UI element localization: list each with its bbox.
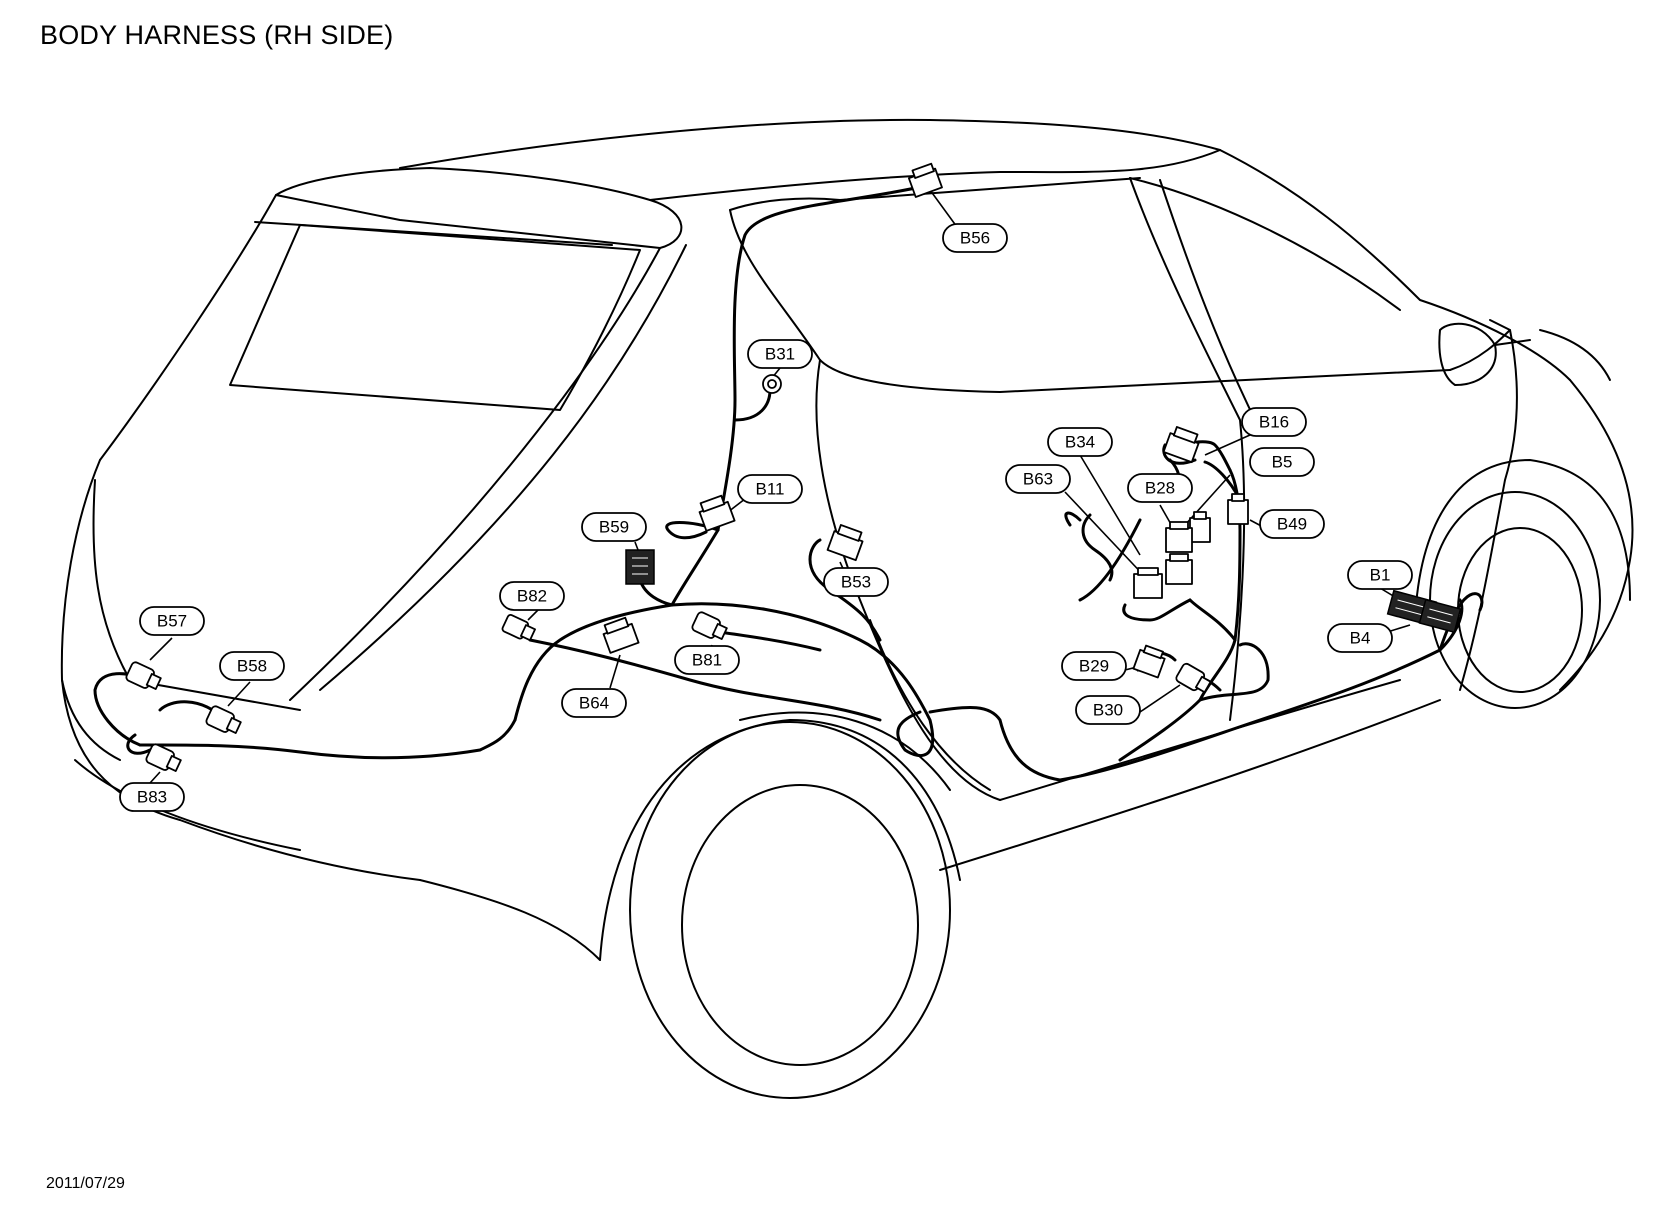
callout-b5[interactable]: B5 [1249, 447, 1315, 477]
connector-b81-glyph [691, 611, 728, 640]
callout-b58[interactable]: B58 [219, 651, 285, 681]
connector-b31-glyph [762, 374, 782, 394]
callout-b57-label: B57 [157, 612, 187, 631]
callout-b49-label: B49 [1277, 515, 1307, 534]
callout-b81[interactable]: B81 [674, 645, 740, 675]
callout-b4-label: B4 [1350, 629, 1371, 648]
callout-b56[interactable]: B56 [942, 223, 1008, 253]
connector-glyphs [125, 162, 1462, 772]
harness-wiring [93, 183, 1484, 782]
callout-b11-label: B11 [756, 480, 785, 499]
connector-b57-glyph [125, 661, 162, 690]
callout-b16[interactable]: B16 [1241, 407, 1307, 437]
callout-b1[interactable]: B1 [1347, 560, 1413, 590]
callout-b63-label: B63 [1023, 470, 1053, 489]
callout-b64[interactable]: B64 [561, 688, 627, 718]
callout-b5-label: B5 [1272, 453, 1293, 472]
callout-b29[interactable]: B29 [1061, 651, 1127, 681]
connector-b58-glyph [205, 705, 242, 734]
callout-b81-label: B81 [692, 651, 722, 670]
callout-b63[interactable]: B63 [1005, 464, 1071, 494]
callout-b1-label: B1 [1370, 566, 1391, 585]
connector-b49-glyph [1227, 493, 1249, 525]
callout-b57[interactable]: B57 [139, 606, 205, 636]
callout-b83-label: B83 [137, 788, 167, 807]
callout-b34[interactable]: B34 [1047, 427, 1113, 457]
callout-b49[interactable]: B49 [1259, 509, 1325, 539]
page-title: BODY HARNESS (RH SIDE) [40, 20, 394, 50]
callout-b59-label: B59 [599, 518, 629, 537]
connector-b28-glyph [1165, 521, 1193, 553]
callout-b59[interactable]: B59 [581, 512, 647, 542]
connector-b64-glyph [602, 616, 640, 654]
callout-b30-label: B30 [1093, 701, 1123, 720]
callout-b4[interactable]: B4 [1327, 623, 1393, 653]
connector-b29-glyph [1132, 644, 1166, 679]
callout-b58-label: B58 [237, 657, 267, 676]
car-body-outline [60, 118, 1634, 1099]
callout-b56-label: B56 [960, 229, 990, 248]
callout-b28-label: B28 [1145, 479, 1175, 498]
callout-b11[interactable]: B11 [737, 474, 803, 504]
callout-b31[interactable]: B31 [747, 339, 813, 369]
callout-b31-label: B31 [765, 345, 795, 364]
connector-b4-glyph [1418, 598, 1462, 634]
connector-b11-glyph [698, 494, 736, 532]
callout-b30[interactable]: B30 [1075, 695, 1141, 725]
callout-b29-label: B29 [1079, 657, 1109, 676]
connector-b56-glyph [907, 162, 943, 198]
callout-b28[interactable]: B28 [1127, 473, 1193, 503]
connector-b59-glyph [625, 549, 655, 585]
connector-b82-glyph [501, 614, 536, 642]
connector-b63-glyph [1133, 567, 1163, 599]
callout-b82-label: B82 [517, 587, 547, 606]
connector-b16-glyph [1162, 426, 1200, 464]
connector-b34-glyph [1165, 553, 1193, 585]
connector-b83-glyph [145, 743, 182, 772]
callout-b64-label: B64 [579, 694, 609, 713]
connector-b53-glyph [826, 524, 864, 562]
callout-b16-label: B16 [1259, 413, 1289, 432]
callout-b53-label: B53 [841, 573, 871, 592]
callout-b83[interactable]: B83 [119, 782, 185, 812]
callout-b34-label: B34 [1065, 433, 1095, 452]
connector-b30-glyph [1175, 662, 1212, 694]
callout-b53[interactable]: B53 [823, 567, 889, 597]
revision-date: 2011/07/29 [46, 1175, 125, 1192]
callout-b82[interactable]: B82 [499, 581, 565, 611]
